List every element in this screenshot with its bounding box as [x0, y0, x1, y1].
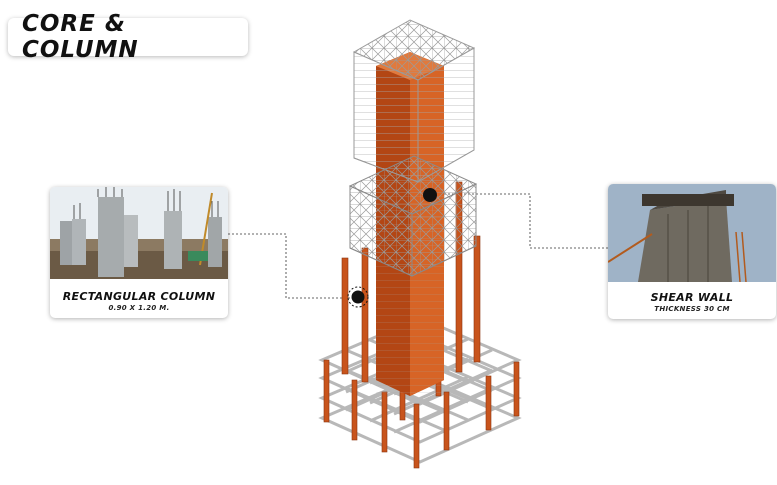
shear-wall-label: SHEAR WALL: [650, 291, 734, 304]
shear-wall-photo: [608, 184, 776, 282]
rectangular-column-label: RECTANGULAR COLUMN: [62, 290, 216, 303]
leader-line-shear-wall: [432, 193, 608, 249]
upper-truss-frame: [352, 19, 476, 183]
rectangular-column-card: RECTANGULAR COLUMN 0.90 X 1.20 M.: [50, 187, 228, 318]
orange-columns: [323, 181, 520, 469]
rectangular-column-photo: [50, 187, 228, 279]
column-marker: [351, 290, 365, 304]
shear-wall-card: SHEAR WALL THICKNESS 30 CM: [608, 184, 776, 319]
rectangular-column-caption: RECTANGULAR COLUMN 0.90 X 1.20 M.: [50, 290, 228, 312]
shear-wall-caption: SHEAR WALL THICKNESS 30 CM: [608, 291, 776, 313]
mid-truss-frame: [348, 155, 478, 277]
shear-wall-thickness: THICKNESS 30 CM: [654, 305, 730, 313]
page-title: CORE & COLUMN: [22, 11, 139, 63]
column-marker-ring: [347, 286, 369, 308]
title-box: CORE & COLUMN: [8, 11, 248, 63]
leader-line-column: [228, 233, 356, 299]
rectangular-column-dimensions: 0.90 X 1.20 M.: [108, 304, 170, 312]
shear-wall-marker: [423, 188, 437, 202]
